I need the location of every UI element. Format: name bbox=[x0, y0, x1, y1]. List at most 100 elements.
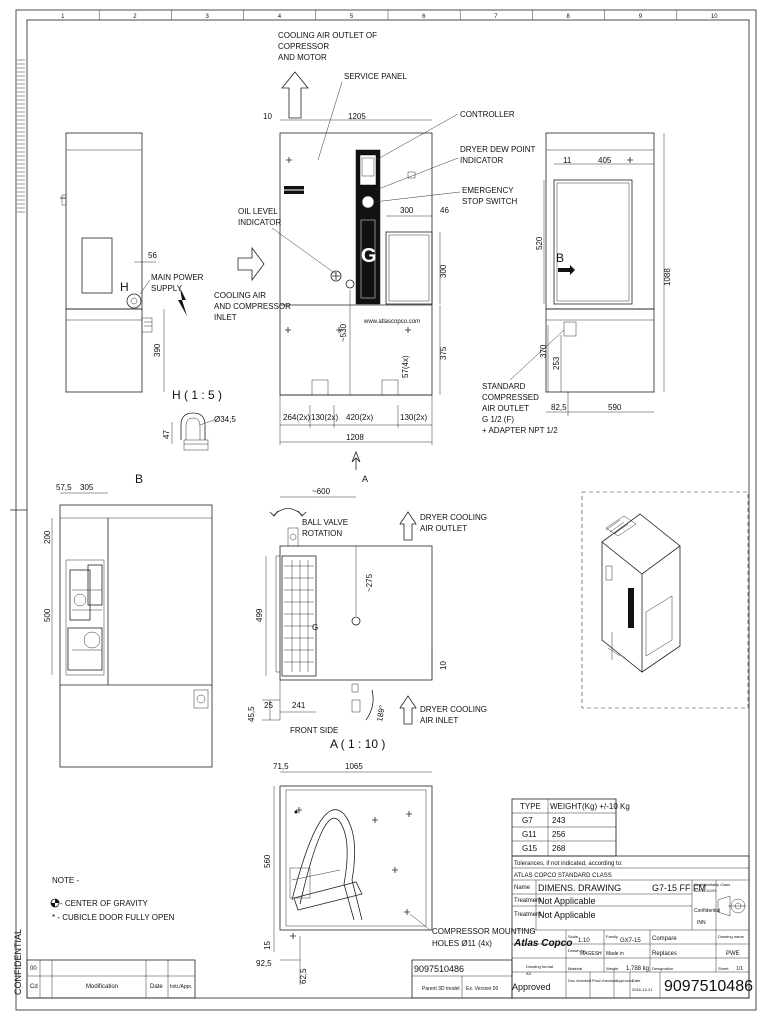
ball-valve-line1: BALL VALVE bbox=[302, 518, 348, 527]
name-value: DIMENS. DRAWING bbox=[538, 883, 621, 893]
front-side-label: FRONT SIDE bbox=[290, 726, 338, 735]
dryer-inlet-arrow-icon bbox=[399, 695, 417, 725]
doc-checked-label: Doc checked bbox=[568, 978, 591, 983]
column-number: 4 bbox=[278, 14, 282, 20]
view-b: B 57,5 305 200 500 bbox=[43, 472, 213, 768]
scale-label: Scale bbox=[568, 934, 579, 939]
h-marker: H bbox=[120, 280, 129, 294]
name-label: Name bbox=[514, 885, 531, 891]
controller-label: CONTROLLER bbox=[460, 110, 515, 119]
dim-305: 305 bbox=[80, 483, 94, 492]
bottom-view: 71,5 1065 560 15 92,5 62,5 COMPRESSOR MO… bbox=[256, 762, 536, 985]
family-value: GX7-15 bbox=[620, 938, 641, 944]
dim-520: 520 bbox=[535, 236, 544, 250]
outlet-line3: AIR OUTLET bbox=[482, 404, 529, 413]
drawing-number: 9097510486 bbox=[664, 978, 753, 995]
treatment-value: Not Applicable bbox=[538, 896, 596, 906]
cooling-inlet-line2: AND COMPRESSOR bbox=[214, 302, 291, 311]
dryer-inlet-line1: DRYER COOLING bbox=[420, 705, 487, 714]
dew-point-line2: INDICATOR bbox=[460, 156, 503, 165]
isometric-view bbox=[581, 491, 749, 709]
dim-10-front: 10 bbox=[263, 112, 272, 121]
a-marker: A bbox=[362, 474, 368, 484]
cooling-inlet-line1: COOLING AIR bbox=[214, 291, 266, 300]
mounting-line1: COMPRESSOR MOUNTING bbox=[432, 927, 536, 936]
approved-label: Approved bbox=[616, 978, 633, 983]
lightning-bolt-icon bbox=[178, 288, 187, 316]
dim-370: 370 bbox=[539, 344, 548, 358]
emergency-line2: STOP SWITCH bbox=[462, 197, 517, 206]
approved-status: Approved bbox=[512, 982, 551, 992]
fmt-value: A3 bbox=[526, 971, 532, 976]
revision-block: 00 Cd Modification Date Initi./Appr. Par… bbox=[26, 959, 513, 999]
mounting-line2: HOLES Ø11 (4x) bbox=[432, 939, 492, 948]
sheet-value: 1/1 bbox=[736, 966, 743, 972]
main-power-line2: SUPPLY bbox=[151, 284, 183, 293]
column-number: 3 bbox=[206, 14, 210, 20]
front-view: COOLING AIR OUTLET OF COPRESSOR AND MOTO… bbox=[214, 31, 536, 484]
confidential-label: CONFIDENTIAL bbox=[13, 929, 23, 995]
tolerances-label: Tolerances, if not indicated, according … bbox=[514, 861, 623, 867]
scale-value: 1:10 bbox=[578, 938, 590, 944]
table-header-weight: WEIGHT(Kg) +/-10 Kg bbox=[550, 802, 630, 811]
conf-small: Confidentiality Class bbox=[694, 882, 730, 887]
service-panel-label: SERVICE PANEL bbox=[344, 72, 407, 81]
table-cell-weight: 243 bbox=[552, 816, 566, 825]
left-side-view: H 56 390 MAIN POWER SUPPLY bbox=[60, 132, 204, 393]
view-a: ~600 BALL VALVE ROTATION DRYER COOLING A… bbox=[247, 487, 487, 751]
dim-715: 71,5 bbox=[273, 762, 289, 771]
weight-label: Weight bbox=[606, 966, 619, 971]
outlet-line4: G 1/2 (F) bbox=[482, 415, 514, 424]
dim-253: 253 bbox=[552, 356, 561, 370]
table-cell-type: G11 bbox=[522, 830, 537, 839]
dim-57: 57(4x) bbox=[401, 355, 410, 378]
dim-241: 241 bbox=[292, 701, 306, 710]
dim-590: 590 bbox=[608, 403, 622, 412]
standard-label: ATLAS COPCO STANDARD CLASS bbox=[514, 873, 612, 879]
designation-label: Designation bbox=[652, 966, 673, 971]
dim-46: 46 bbox=[440, 206, 449, 215]
table-cell-type: G7 bbox=[522, 816, 533, 825]
rev-date-label: Date bbox=[150, 984, 163, 990]
outlet-line2: COMPRESSED bbox=[482, 393, 539, 402]
sheet-label: Sheet bbox=[718, 966, 729, 971]
dim-375: 375 bbox=[439, 346, 448, 360]
column-number: 8 bbox=[567, 14, 571, 20]
dim-560: 560 bbox=[263, 854, 272, 868]
note-line2: * - CUBICLE DOOR FULLY OPEN bbox=[52, 913, 175, 922]
dryer-outlet-line1: DRYER COOLING bbox=[420, 513, 487, 522]
drawn-value: MAGESH bbox=[580, 951, 602, 957]
column-number: 7 bbox=[494, 14, 498, 20]
dryer-inlet-line2: AIR INLET bbox=[420, 716, 458, 725]
right-side-view: B 11 405 520 1088 370 253 82,5 590 STAND… bbox=[482, 132, 672, 435]
table-cell-weight: 268 bbox=[552, 844, 566, 853]
a-arrow-icon bbox=[351, 450, 361, 470]
family-label: Family bbox=[606, 934, 618, 939]
top-outlet-line1: COOLING AIR OUTLET OF bbox=[278, 31, 377, 40]
compare-label: Compare bbox=[652, 936, 677, 942]
dryer-outlet-arrow-icon bbox=[399, 511, 417, 541]
product-label: G7-15 FF FM bbox=[652, 883, 706, 893]
dim-130b: 130(2x) bbox=[400, 413, 427, 422]
dim-300-v: 300 bbox=[439, 264, 448, 278]
main-power-line1: MAIN POWER bbox=[151, 273, 204, 282]
top-outlet-line2: COPRESSOR bbox=[278, 42, 329, 51]
note-title: NOTE - bbox=[52, 876, 79, 885]
outlet-line1: STANDARD bbox=[482, 382, 526, 391]
emergency-line1: EMERGENCY bbox=[462, 186, 514, 195]
dim-925: 92,5 bbox=[256, 959, 272, 968]
inlet-arrow-icon bbox=[237, 246, 265, 282]
treatment-value-2: Not Applicable bbox=[538, 910, 596, 920]
controller-g-letter: G bbox=[361, 245, 377, 267]
dim-200: 200 bbox=[43, 530, 52, 544]
replaces-label: Replaces bbox=[652, 951, 677, 957]
front-small-label: www.atlascopco.com bbox=[363, 319, 420, 325]
detail-h: H ( 1 : 5 ) 47 Ø34,5 bbox=[162, 388, 236, 451]
prod-checked-label: Prod checked bbox=[592, 978, 616, 983]
dryer-outlet-line2: AIR OUTLET bbox=[420, 524, 467, 533]
note-line1: - CENTER OF GRAVITY bbox=[60, 899, 149, 908]
rotation-arrow-icon bbox=[273, 508, 303, 516]
